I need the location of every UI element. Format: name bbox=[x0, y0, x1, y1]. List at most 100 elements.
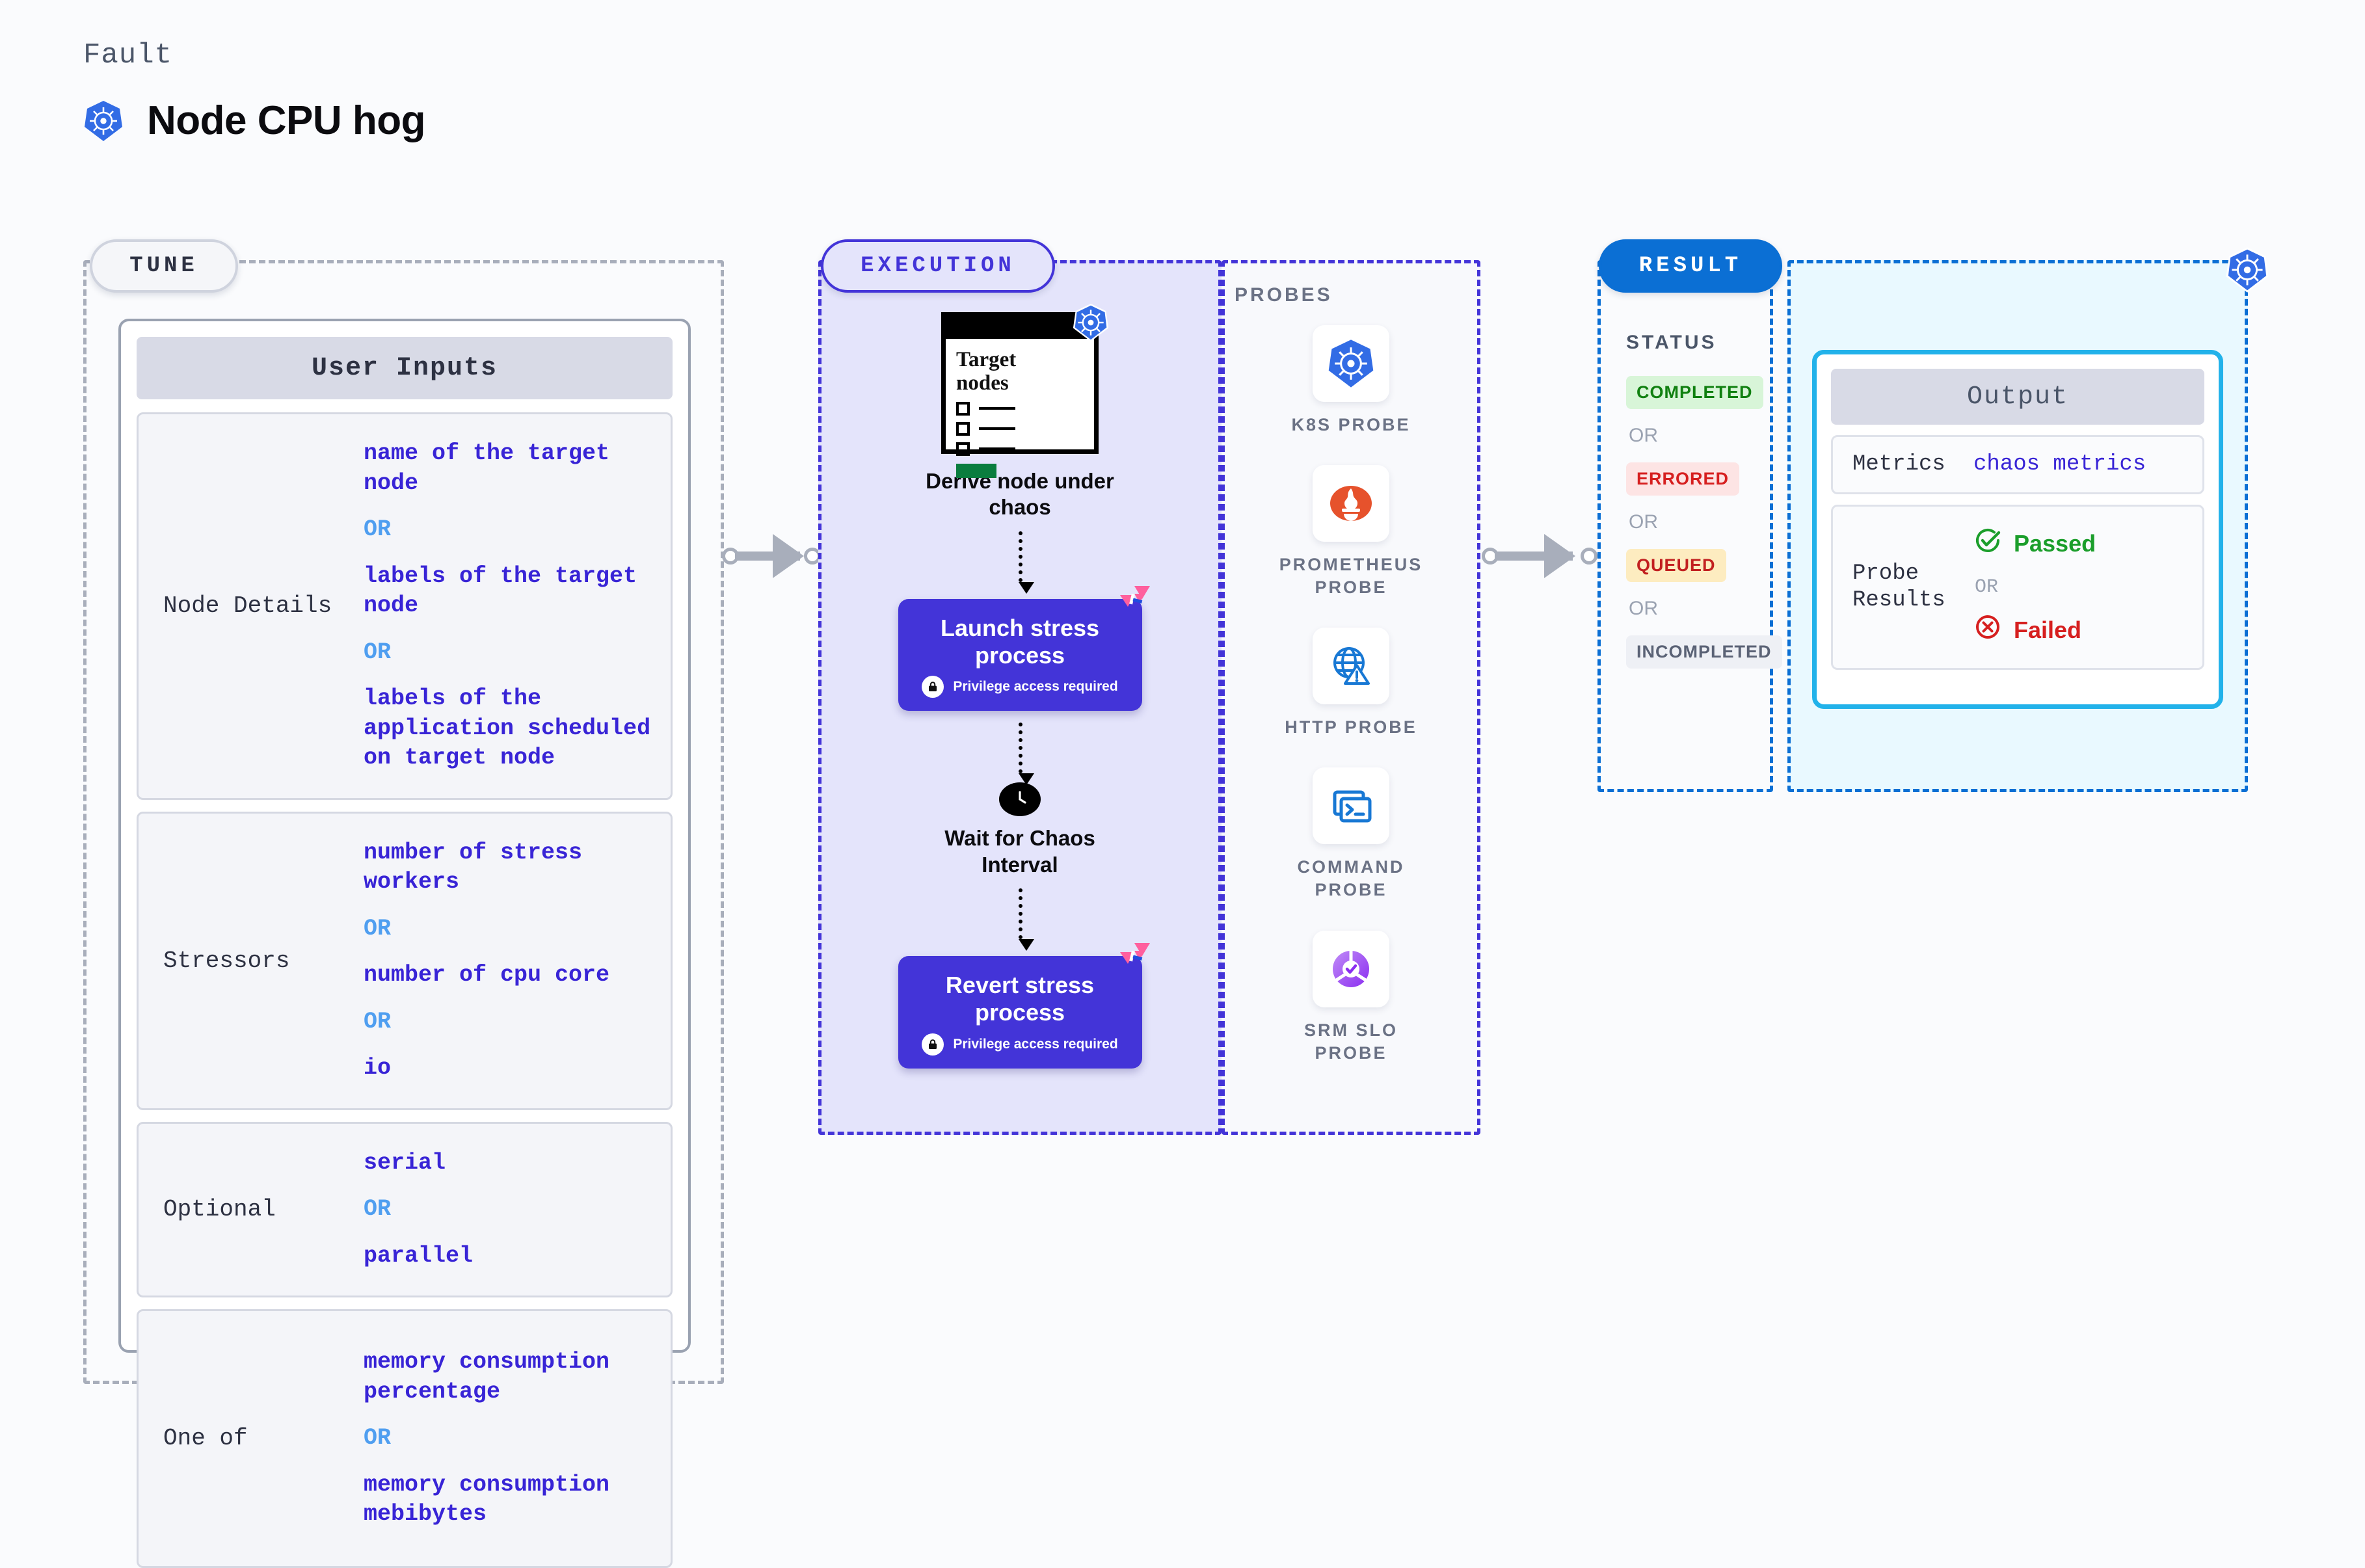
terminal-icon bbox=[1313, 767, 1389, 845]
probe-label: COMMAND PROBE bbox=[1297, 857, 1405, 900]
flow-arrow bbox=[1019, 723, 1034, 786]
globe-warning-icon bbox=[1313, 628, 1389, 705]
connector-endpoint bbox=[1581, 548, 1597, 565]
user-inputs-title: User Inputs bbox=[137, 337, 673, 399]
probes-section-label: PROBES bbox=[1235, 284, 1333, 306]
line-placeholder bbox=[979, 427, 1015, 431]
execution-flow: Target nodes Derive node unde bbox=[818, 304, 1222, 1069]
page-header: Fault Node CPU hog bbox=[83, 39, 425, 144]
output-row-metrics[interactable]: Metrics chaos metrics bbox=[1831, 435, 2204, 494]
x-circle-icon bbox=[1973, 613, 2002, 648]
kubernetes-icon bbox=[83, 100, 124, 142]
probe-result-passed: Passed bbox=[1973, 526, 2192, 562]
input-value: parallel bbox=[364, 1242, 474, 1269]
input-value: memory consumption mebibytes bbox=[364, 1471, 610, 1528]
harness-icon bbox=[1117, 585, 1151, 620]
input-row-node-details[interactable]: Node Details name of the target node OR … bbox=[137, 412, 673, 800]
probe-label: SRM SLO PROBE bbox=[1303, 1020, 1398, 1063]
status-list: COMPLETED OR ERRORED OR QUEUED OR INCOMP… bbox=[1626, 376, 1782, 669]
user-inputs-card: User Inputs Node Details name of the tar… bbox=[118, 319, 691, 1568]
input-value: memory consumption percentage bbox=[364, 1349, 610, 1405]
input-row-one-of[interactable]: One of memory consumption percentage OR … bbox=[137, 1309, 673, 1568]
metrics-value: chaos metrics bbox=[1973, 452, 2146, 477]
status-badge-errored: ERRORED bbox=[1626, 462, 1740, 496]
line-placeholder bbox=[979, 407, 1015, 410]
line-placeholder bbox=[979, 447, 1015, 451]
status-separator: OR bbox=[1629, 425, 1658, 446]
failed-label: Failed bbox=[2014, 617, 2082, 644]
status-badge-incompleted: INCOMPLETED bbox=[1626, 635, 1782, 669]
result-stage-container bbox=[1597, 260, 1773, 792]
connector-arrowhead bbox=[773, 534, 804, 578]
revert-stress-process-box[interactable]: Revert stress process Privilege access r… bbox=[898, 942, 1150, 1069]
selected-node-bar bbox=[956, 463, 996, 478]
input-separator: OR bbox=[364, 1425, 392, 1451]
privilege-note: Privilege access required bbox=[953, 1036, 1118, 1052]
output-title: Output bbox=[1831, 369, 2204, 425]
output-row-label: Probe Results bbox=[1852, 561, 1945, 613]
input-row-label: One of bbox=[163, 1425, 248, 1452]
probes-list: K8S PROBE PROMETHEUS PROBE bbox=[1222, 325, 1480, 1065]
connector-arrowhead bbox=[1544, 534, 1575, 578]
probe-result-failed: Failed bbox=[1973, 613, 2192, 648]
input-value: number of cpu core bbox=[364, 962, 610, 988]
input-row-stressors[interactable]: Stressors number of stress workers OR nu… bbox=[137, 811, 673, 1110]
srm-slo-icon bbox=[1313, 930, 1389, 1007]
input-separator: OR bbox=[364, 516, 392, 542]
passed-label: Passed bbox=[2014, 530, 2096, 557]
connector-tune-execution bbox=[722, 533, 826, 579]
execution-stage-pill[interactable]: EXECUTION bbox=[821, 239, 1055, 293]
revert-stress-title: Revert stress process bbox=[945, 971, 1095, 1026]
prometheus-icon bbox=[1313, 465, 1389, 542]
probe-item-command[interactable]: COMMAND PROBE bbox=[1266, 767, 1436, 901]
input-row-label: Stressors bbox=[163, 947, 290, 974]
target-nodes-card: Target nodes bbox=[941, 304, 1109, 478]
input-row-label: Optional bbox=[163, 1196, 276, 1223]
checkbox-icon bbox=[956, 442, 970, 456]
checkbox-icon bbox=[956, 421, 970, 436]
probe-item-k8s[interactable]: K8S PROBE bbox=[1291, 325, 1410, 436]
lock-icon bbox=[922, 676, 944, 698]
input-value: io bbox=[364, 1055, 392, 1081]
check-circle-icon bbox=[1973, 526, 2002, 562]
input-value: serial bbox=[364, 1149, 446, 1176]
output-card: Output Metrics chaos metrics Probe Resul… bbox=[1812, 350, 2223, 709]
output-row-label: Metrics bbox=[1852, 452, 1945, 477]
status-separator: OR bbox=[1629, 598, 1658, 619]
input-separator: OR bbox=[364, 915, 392, 942]
input-separator: OR bbox=[364, 639, 392, 665]
connector-execution-result bbox=[1482, 533, 1605, 579]
arrow-head bbox=[1019, 773, 1034, 786]
target-nodes-title-line2: nodes bbox=[956, 371, 1009, 395]
kubernetes-icon bbox=[1072, 302, 1110, 346]
input-row-optional[interactable]: Optional serial OR parallel bbox=[137, 1121, 673, 1297]
input-value: number of stress workers bbox=[364, 839, 583, 896]
node-checkbox-row bbox=[956, 442, 1084, 456]
probe-item-http[interactable]: HTTP PROBE bbox=[1285, 628, 1417, 739]
probe-label: HTTP PROBE bbox=[1285, 717, 1417, 737]
node-checkbox-row bbox=[956, 421, 1084, 436]
input-value: labels of the application scheduled on t… bbox=[364, 685, 651, 771]
result-stage-pill[interactable]: RESULT bbox=[1599, 239, 1782, 293]
kubernetes-icon bbox=[2225, 246, 2270, 297]
probe-item-prometheus[interactable]: PROMETHEUS PROBE bbox=[1266, 465, 1436, 599]
flow-arrow bbox=[1019, 888, 1034, 951]
launch-stress-process-box[interactable]: Launch stress process Privilege access r… bbox=[898, 585, 1150, 711]
wait-chaos-label: Wait for Chaos Interval bbox=[944, 826, 1095, 877]
probe-item-srm-slo[interactable]: SRM SLO PROBE bbox=[1266, 930, 1436, 1065]
fault-label: Fault bbox=[83, 39, 173, 72]
arrow-line bbox=[1019, 888, 1022, 939]
input-row-label: Node Details bbox=[163, 592, 332, 620]
launch-stress-title: Launch stress process bbox=[940, 614, 1100, 669]
checkbox-icon bbox=[956, 401, 970, 416]
flow-arrow bbox=[1019, 531, 1034, 594]
input-value: name of the target node bbox=[364, 440, 610, 496]
privilege-note: Privilege access required bbox=[953, 679, 1118, 695]
status-badge-queued: QUEUED bbox=[1626, 549, 1726, 582]
kubernetes-icon bbox=[1312, 325, 1389, 402]
probe-result-separator: OR bbox=[1975, 576, 1999, 598]
clock-icon bbox=[999, 782, 1041, 817]
output-row-probe-results[interactable]: Probe Results Passed OR bbox=[1831, 504, 2204, 670]
tune-stage-pill[interactable]: TUNE bbox=[90, 239, 238, 293]
target-nodes-title-line1: Target bbox=[956, 348, 1017, 371]
